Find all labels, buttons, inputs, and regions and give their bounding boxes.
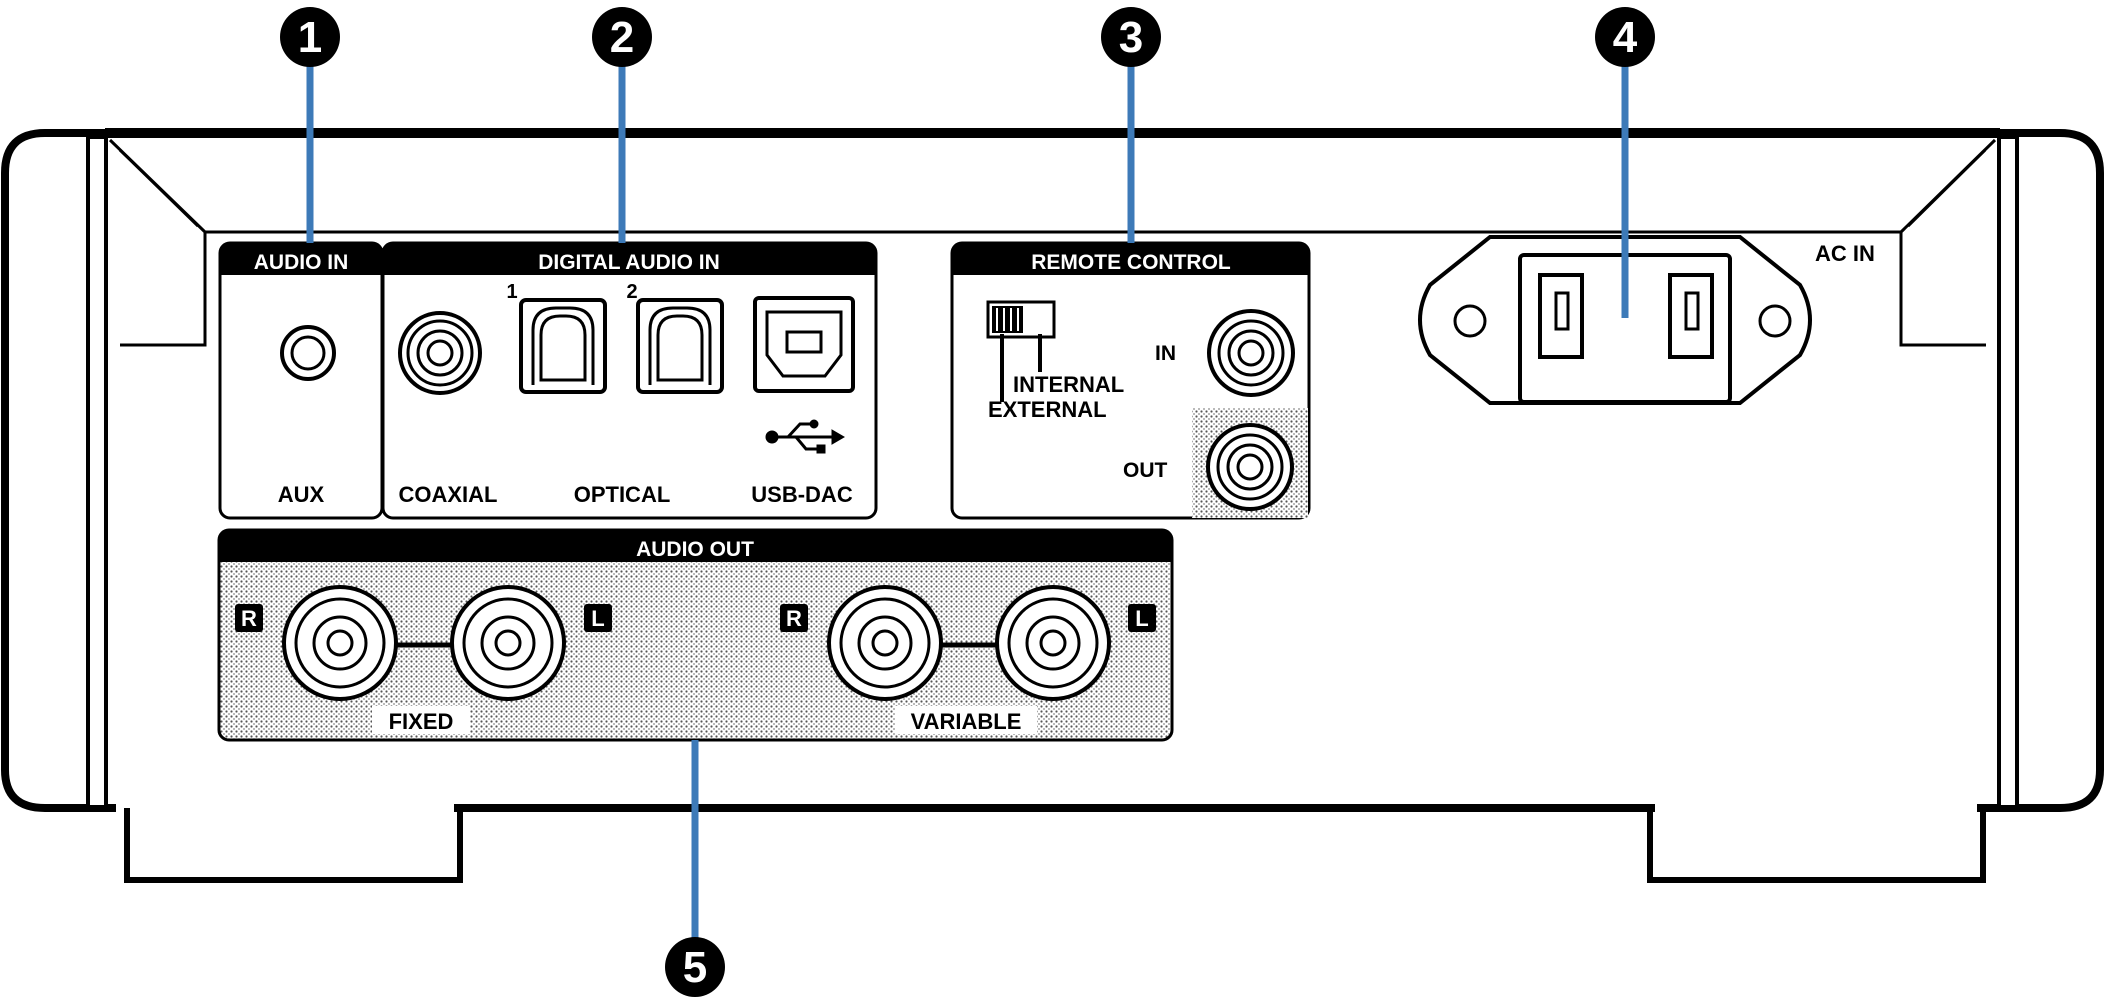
ac-in-label: AC IN bbox=[1815, 241, 1875, 266]
aux-label: AUX bbox=[278, 482, 325, 507]
audio-in-section: AUDIO IN AUX bbox=[218, 241, 384, 520]
fixed-r-marker bbox=[235, 604, 263, 632]
aux-jack bbox=[280, 325, 336, 381]
remote-in-label: IN bbox=[1155, 342, 1176, 365]
ac-in-section bbox=[1418, 235, 1812, 405]
callout-4: 4 bbox=[1595, 7, 1655, 67]
callout-5: 5 bbox=[665, 937, 725, 997]
remote-control-section: REMOTE CONTROL INTERNAL EXTERNAL IN OUT bbox=[950, 241, 1311, 520]
audio-in-header: AUDIO IN bbox=[254, 251, 349, 274]
optical-label: OPTICAL bbox=[574, 482, 671, 507]
fixed-label: FIXED bbox=[389, 709, 454, 734]
digital-audio-in-section: DIGITAL AUDIO IN 1 2 bbox=[381, 241, 878, 520]
callout-1: 1 bbox=[280, 7, 340, 67]
variable-r-marker-text: R bbox=[786, 606, 802, 631]
fixed-right-jack bbox=[282, 585, 398, 701]
variable-label: VARIABLE bbox=[911, 709, 1022, 734]
callout-3-number: 3 bbox=[1119, 13, 1143, 62]
chassis bbox=[1, 128, 2104, 883]
right-foot bbox=[1647, 808, 1986, 883]
callout-lines bbox=[306, 56, 1629, 940]
remote-control-header: REMOTE CONTROL bbox=[1031, 251, 1231, 274]
optical-2-number: 2 bbox=[626, 281, 637, 303]
usb-icon bbox=[765, 419, 845, 454]
callout-2-number: 2 bbox=[610, 13, 634, 62]
variable-left-jack bbox=[995, 585, 1111, 701]
optical-port-1 bbox=[519, 298, 607, 394]
internal-label: INTERNAL bbox=[1013, 372, 1124, 397]
left-post bbox=[86, 135, 108, 809]
coaxial-jack bbox=[398, 311, 482, 395]
usb-b-port bbox=[753, 296, 855, 393]
fixed-left-jack bbox=[450, 585, 566, 701]
coaxial-label: COAXIAL bbox=[399, 482, 498, 507]
callout-3: 3 bbox=[1101, 7, 1161, 67]
optical-port-2 bbox=[636, 298, 724, 394]
internal-external-switch bbox=[986, 300, 1056, 402]
fixed-l-marker-text: L bbox=[591, 606, 604, 631]
audio-out-section: AUDIO OUT R L FIXED bbox=[217, 528, 1174, 742]
chassis-outline bbox=[1, 129, 2104, 812]
fixed-r-marker-text: R bbox=[241, 606, 257, 631]
callout-2: 2 bbox=[592, 7, 652, 67]
variable-right-jack bbox=[827, 585, 943, 701]
left-foot bbox=[124, 808, 463, 883]
usb-dac-label: USB-DAC bbox=[751, 482, 853, 507]
fixed-l-marker bbox=[584, 604, 612, 632]
optical-1-number: 1 bbox=[506, 281, 517, 303]
callout-4-number: 4 bbox=[1613, 13, 1638, 62]
digital-audio-in-header: DIGITAL AUDIO IN bbox=[538, 251, 720, 274]
external-label: EXTERNAL bbox=[988, 397, 1107, 422]
variable-r-marker bbox=[780, 604, 808, 632]
inner-panel bbox=[120, 230, 1986, 347]
callout-1-number: 1 bbox=[298, 13, 322, 62]
remote-out-label: OUT bbox=[1123, 459, 1168, 482]
top-edge bbox=[105, 128, 2000, 138]
audio-out-header-text: AUDIO OUT bbox=[636, 538, 754, 561]
remote-in-jack bbox=[1207, 309, 1295, 397]
callout-5-number: 5 bbox=[683, 943, 707, 992]
remote-out-jack bbox=[1206, 423, 1294, 511]
ac-inlet-flange bbox=[1418, 235, 1812, 405]
variable-l-marker bbox=[1128, 604, 1156, 632]
variable-l-marker-text: L bbox=[1135, 606, 1148, 631]
right-post bbox=[1997, 135, 2019, 809]
